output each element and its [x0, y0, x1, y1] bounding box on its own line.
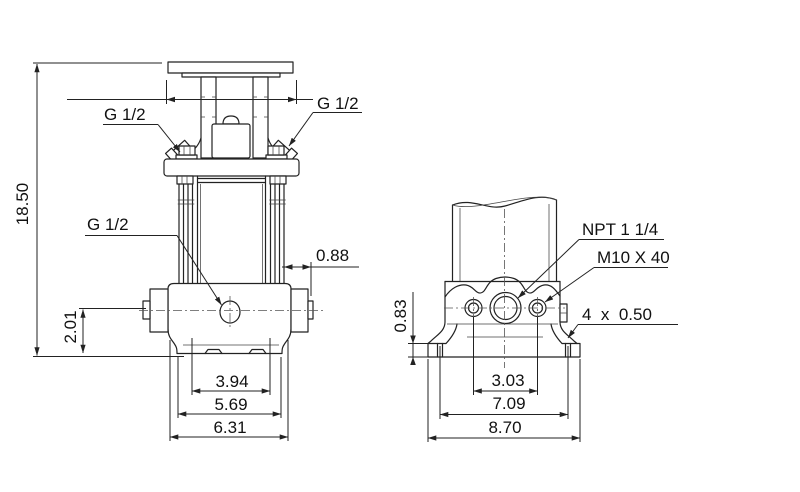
- staybolts: [177, 183, 286, 284]
- stool-column-right: [252, 76, 269, 159]
- pump-side-view: [427, 196, 581, 368]
- pump-front-view: [139, 61, 323, 355]
- label-vent-plug-right: G 1/2: [317, 94, 359, 113]
- dim-base-mid-width: 5.69: [214, 395, 247, 414]
- dim-foot-hole-spacing: 7.09: [492, 394, 525, 413]
- dim-base-inner-width: 3.94: [215, 372, 248, 391]
- label-drain-plug: G 1/2: [87, 215, 129, 234]
- coupling-box: [211, 123, 251, 159]
- pipe-column: [451, 196, 558, 282]
- label-suction-port: NPT 1 1/4: [582, 220, 658, 239]
- dim-staybolt-offset: 0.88: [316, 246, 349, 265]
- bolt-centerlines: [473, 297, 538, 319]
- column-joint-ticks: [201, 96, 268, 118]
- side-view-dimensions: NPT 1 1/4 M10 X 40 4 x 0.50 0.83 3.03 7.…: [391, 220, 678, 442]
- pump-head-flange: [163, 158, 300, 177]
- base-feet-notches: [204, 348, 267, 355]
- dim-base-outer-width: 6.31: [213, 418, 246, 437]
- staybolt-nut-right: [269, 175, 287, 185]
- label-vent-plug-left: G 1/2: [104, 105, 146, 124]
- chamber-sleeve: [196, 175, 267, 284]
- flange-nut-right: [265, 145, 288, 160]
- dim-foot-flange-height: 0.83: [391, 299, 410, 332]
- flange-nut-left: [175, 145, 198, 160]
- base-body: [427, 276, 581, 358]
- side-tab: [559, 303, 568, 323]
- label-mounting-holes: 4 x 0.50: [582, 305, 652, 324]
- motor-flange: [167, 61, 294, 74]
- coupling-cap: [222, 115, 240, 125]
- dim-overall-height: 18.50: [13, 183, 32, 226]
- front-view-dimensions: 18.50 G 1/2 G 1/2 G 1/2 0.88 2.01 3.94 5…: [13, 62, 362, 441]
- label-mounting-bolt: M10 X 40: [597, 248, 670, 267]
- dim-bolt-hole-spacing: 3.03: [491, 371, 524, 390]
- dim-base-overall-width: 8.70: [488, 418, 521, 437]
- dim-port-height: 2.01: [61, 310, 80, 343]
- staybolt-nut-left: [176, 175, 194, 185]
- motor-flange-lip: [181, 72, 281, 78]
